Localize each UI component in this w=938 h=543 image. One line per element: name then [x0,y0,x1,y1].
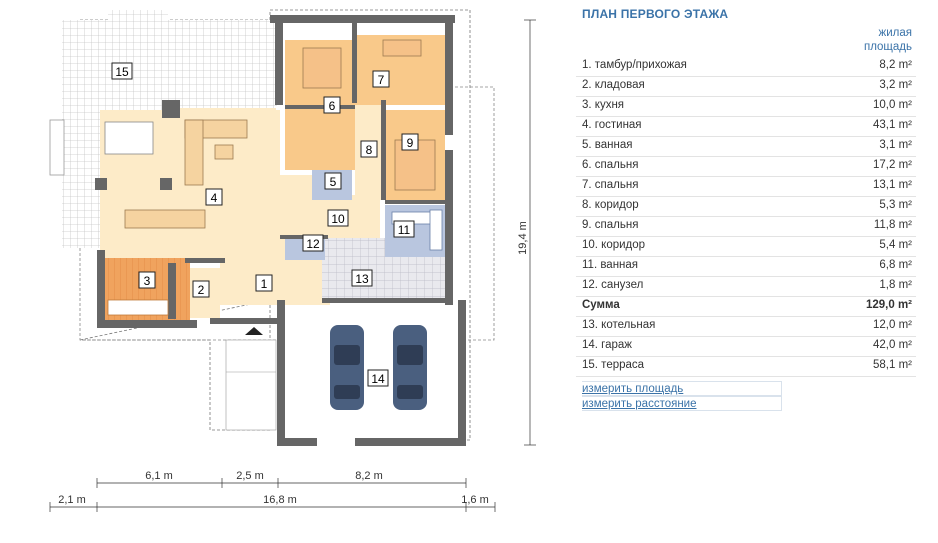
room-label-6: 6 [323,96,341,114]
room-label-11: 11 [393,220,415,238]
measure-tools: измерить площадь измерить расстояние [582,381,782,411]
car-right-icon [393,325,427,410]
entrance-arrow-icon [245,327,263,335]
svg-text:1: 1 [261,277,268,291]
svg-text:14: 14 [371,372,385,386]
height-dimension [524,19,536,446]
room-label-3: 3 [138,271,156,289]
svg-text:7: 7 [378,73,385,87]
svg-text:3: 3 [144,274,151,288]
width-label-6: 1,6 m [461,494,489,506]
width-label-1: 6,1 m [145,470,173,482]
panel-title: ПЛАН ПЕРВОГО ЭТАЖА [582,7,729,21]
measure-distance-link[interactable]: измерить расстояние [582,396,782,411]
floor-plan: 1 2 3 4 5 6 7 8 9 10 11 12 13 14 15 19,4… [49,9,536,512]
width-label-2: 2,5 m [236,470,264,482]
room-label-13: 13 [351,269,373,287]
svg-text:8: 8 [366,143,373,157]
width-dimension-row-2 [49,502,496,512]
measure-area-link[interactable]: измерить площадь [582,381,782,396]
room-label-14: 14 [367,369,389,387]
room-label-8: 8 [360,140,378,158]
room-label-1: 1 [255,274,273,292]
plan-outline [79,9,471,441]
car-left-icon [330,325,364,410]
svg-text:5: 5 [330,175,337,189]
room-label-12: 12 [302,234,324,252]
svg-text:12: 12 [306,237,320,251]
width-label-3: 8,2 m [355,470,383,482]
height-label: 19,4 m [517,221,529,255]
svg-text:4: 4 [211,191,218,205]
room-label-5: 5 [324,172,342,190]
room-label-10: 10 [327,209,349,227]
room-label-2: 2 [192,280,210,298]
room-label-4: 4 [205,188,223,206]
room-label-15: 15 [111,62,133,80]
width-dimension-row-1 [96,478,467,488]
furniture [104,39,443,316]
svg-text:6: 6 [329,99,336,113]
svg-text:2: 2 [198,283,205,297]
svg-text:9: 9 [407,136,414,150]
svg-text:15: 15 [115,65,129,79]
svg-text:13: 13 [355,272,369,286]
room-label-7: 7 [372,70,390,88]
width-label-5: 16,8 m [263,494,297,506]
room-labels: 1 2 3 4 5 6 7 8 9 10 11 12 13 14 15 [111,62,419,387]
svg-text:11: 11 [398,223,411,237]
area-column-header: жилая площадь [863,27,912,53]
area-panel: ПЛАН ПЕРВОГО ЭТАЖА жилая площадь 1. тамб… [576,0,916,543]
svg-text:10: 10 [331,212,345,226]
room-label-9: 9 [401,133,419,151]
width-label-4: 2,1 m [58,494,86,506]
